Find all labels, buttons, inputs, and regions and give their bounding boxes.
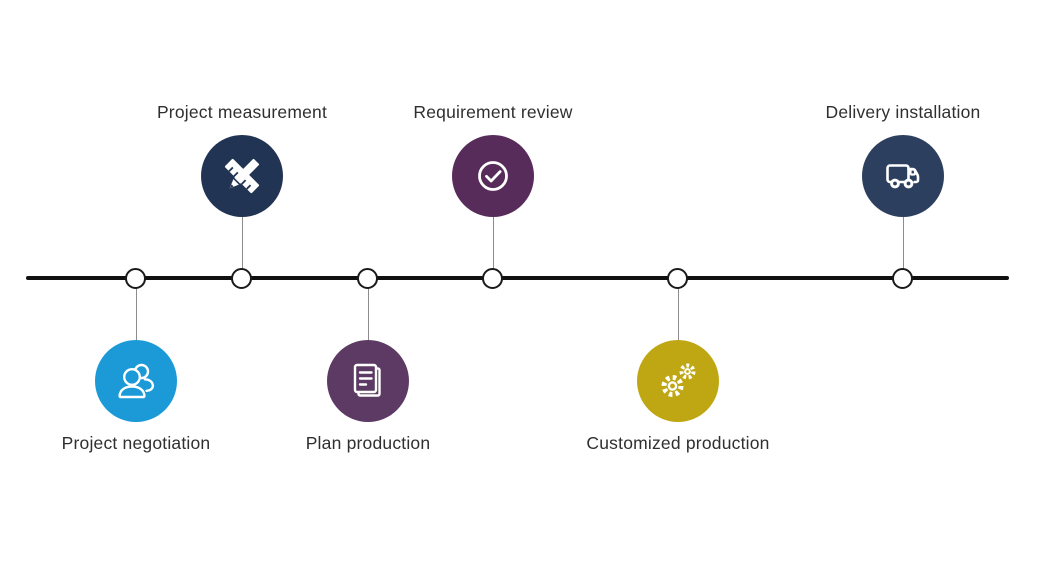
step-label: Project measurement <box>156 102 328 122</box>
step-label: Plan production <box>305 433 431 453</box>
timeline-node <box>667 268 688 289</box>
step-label: Customized production <box>586 433 770 453</box>
step-icon-circle <box>452 135 534 217</box>
step-icon-circle <box>95 340 177 422</box>
timeline-node <box>231 268 252 289</box>
document-icon <box>353 363 381 397</box>
connector-line <box>678 288 679 341</box>
timeline-node <box>482 268 503 289</box>
truck-icon <box>886 164 920 189</box>
connector-line <box>368 288 369 341</box>
step-icon-circle <box>201 135 283 217</box>
step-icon-circle <box>862 135 944 217</box>
connector-line <box>242 216 243 269</box>
gears-icon <box>661 363 696 397</box>
users-icon <box>118 363 155 399</box>
connector-line <box>493 216 494 269</box>
timeline-node <box>357 268 378 289</box>
connector-line <box>903 216 904 269</box>
timeline-node <box>125 268 146 289</box>
timeline-node <box>892 268 913 289</box>
step-label: Requirement review <box>413 102 573 122</box>
step-label: Project negotiation <box>61 433 211 453</box>
step-icon-circle <box>637 340 719 422</box>
connector-line <box>136 288 137 341</box>
ruler-pencil-icon <box>224 158 260 194</box>
timeline-line <box>26 276 1009 280</box>
step-label: Delivery installation <box>825 102 981 122</box>
step-icon-circle <box>327 340 409 422</box>
check-circle-icon <box>478 161 508 191</box>
